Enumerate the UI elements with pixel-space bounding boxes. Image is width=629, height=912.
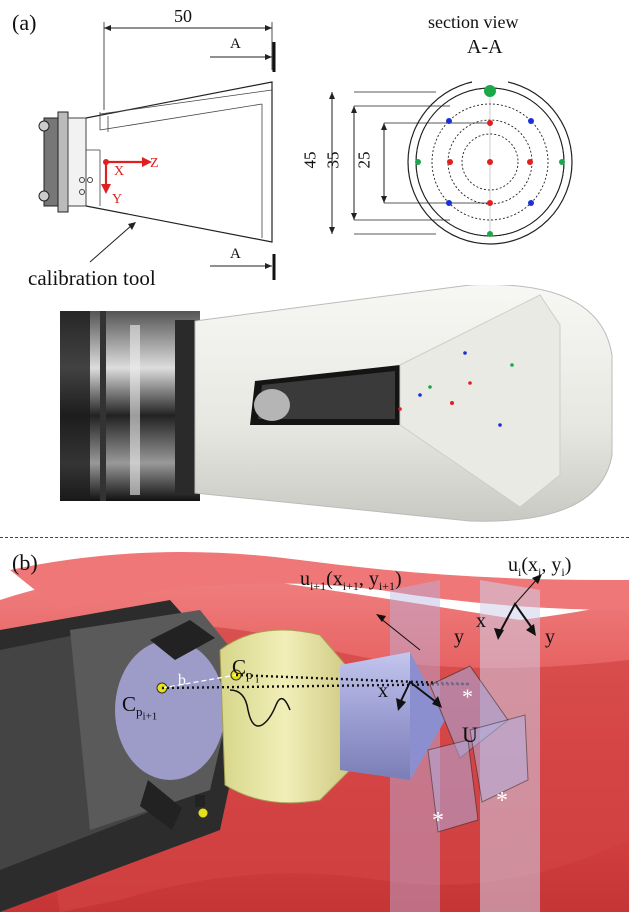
cp-next-sub: i+1: [142, 710, 158, 723]
u-cur-label: ui(xi, yi): [508, 554, 571, 580]
u-next-open: (x: [326, 568, 343, 590]
dimension-50-label: 50: [174, 6, 192, 26]
axis-y-right-label: y: [545, 626, 555, 648]
cp-next-p: p: [136, 704, 143, 720]
cp-i-p: p: [246, 667, 253, 683]
endoscope-render: [0, 552, 629, 912]
dimension-45-label: 45: [300, 151, 320, 169]
section-view-name: A-A: [467, 36, 503, 58]
calibration-tool-photo: [60, 285, 613, 522]
section-view-title: section view: [428, 12, 519, 32]
axis-x-left-label: x: [378, 680, 388, 702]
u-next-x-sub: i+1: [342, 579, 359, 593]
star-marker-3: *: [432, 808, 444, 834]
star-marker-2: *: [496, 788, 508, 814]
cp-i-sub: i: [255, 673, 259, 686]
cp-next-main: C: [122, 692, 137, 716]
technical-drawing: [38, 22, 573, 280]
star-marker-1: *: [462, 684, 473, 709]
panel-separator: [0, 537, 629, 538]
dimension-25-label: 25: [354, 151, 374, 169]
u-cur-sub: i: [518, 565, 522, 579]
axis-x-label: X: [114, 164, 125, 179]
u-cur-y-sub: i: [561, 565, 565, 579]
u-next-y-sub: i+1: [378, 579, 395, 593]
calibration-tool-caption: calibration tool: [28, 266, 156, 290]
cp-i-main: C: [232, 655, 247, 679]
region-u-label: U: [462, 722, 478, 747]
u-next-symbol: u: [300, 568, 310, 590]
u-next-label: ui+1(xi+1, yi+1): [300, 568, 402, 594]
baseline-label: b: [178, 672, 186, 689]
panel-b-label: (b): [12, 550, 38, 575]
u-cur-mid: , y: [541, 554, 562, 576]
dimension-35-label: 35: [323, 151, 343, 169]
axis-z-label: Z: [150, 156, 159, 171]
cp-next-label: Cpi+1: [122, 692, 157, 723]
u-next-mid: , y: [358, 568, 379, 590]
u-cur-close: ): [564, 554, 572, 576]
u-cur-x-sub: i: [538, 565, 542, 579]
section-marker-top: A: [230, 36, 241, 52]
axis-y-left-label: y: [454, 626, 464, 648]
axis-y-label: Y: [112, 192, 123, 207]
u-cur-open: (x: [521, 554, 539, 576]
section-marker-bottom: A: [230, 246, 241, 262]
u-next-sub: i+1: [310, 579, 327, 593]
cp-i-label: Cp i: [232, 655, 259, 686]
axis-x-right-label: x: [476, 610, 486, 632]
panel-a-label: (a): [12, 10, 37, 35]
u-next-close: ): [395, 568, 402, 590]
u-cur-symbol: u: [508, 554, 518, 576]
